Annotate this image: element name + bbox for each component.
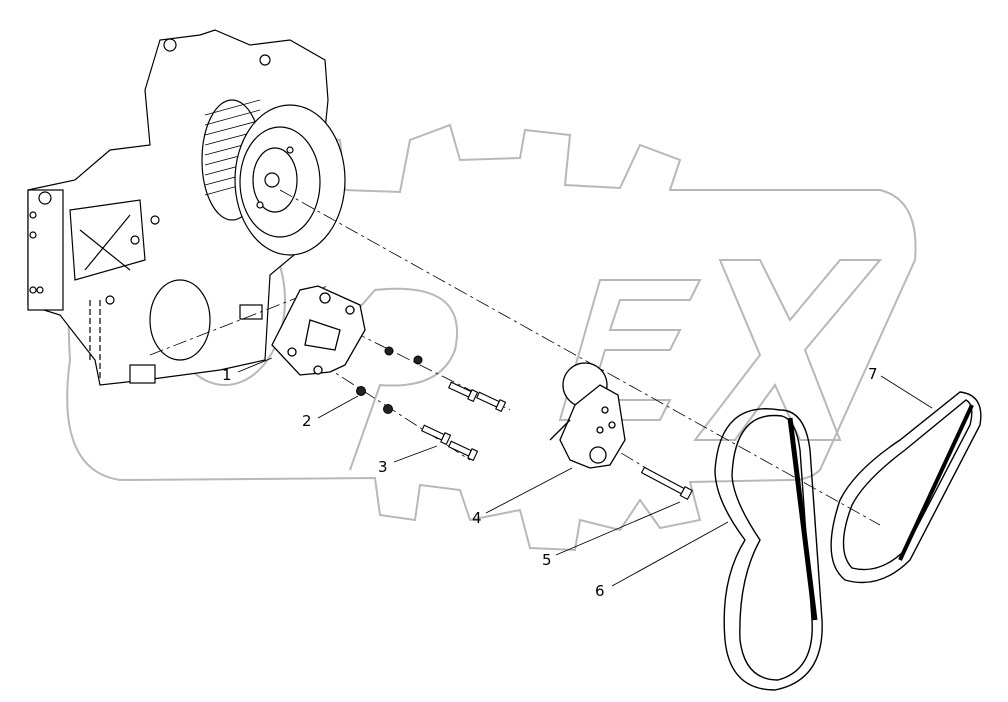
tensioner-bracket [271, 285, 366, 376]
callout-1: 1 [222, 366, 232, 384]
belt-tensioner [549, 362, 626, 469]
callout-4: 4 [472, 509, 482, 527]
pulley [201, 99, 346, 256]
callout-6: 6 [595, 582, 605, 600]
callout-5: 5 [542, 551, 552, 569]
callout-2: 2 [302, 412, 312, 430]
drive-belt-small [830, 391, 982, 584]
bolt-long [640, 466, 693, 501]
washers [356, 346, 423, 414]
callout-3: 3 [378, 458, 388, 476]
bolts-short [421, 381, 507, 462]
callout-7: 7 [868, 365, 878, 383]
drive-belt-large [714, 408, 823, 691]
leader-lines [237, 357, 933, 587]
